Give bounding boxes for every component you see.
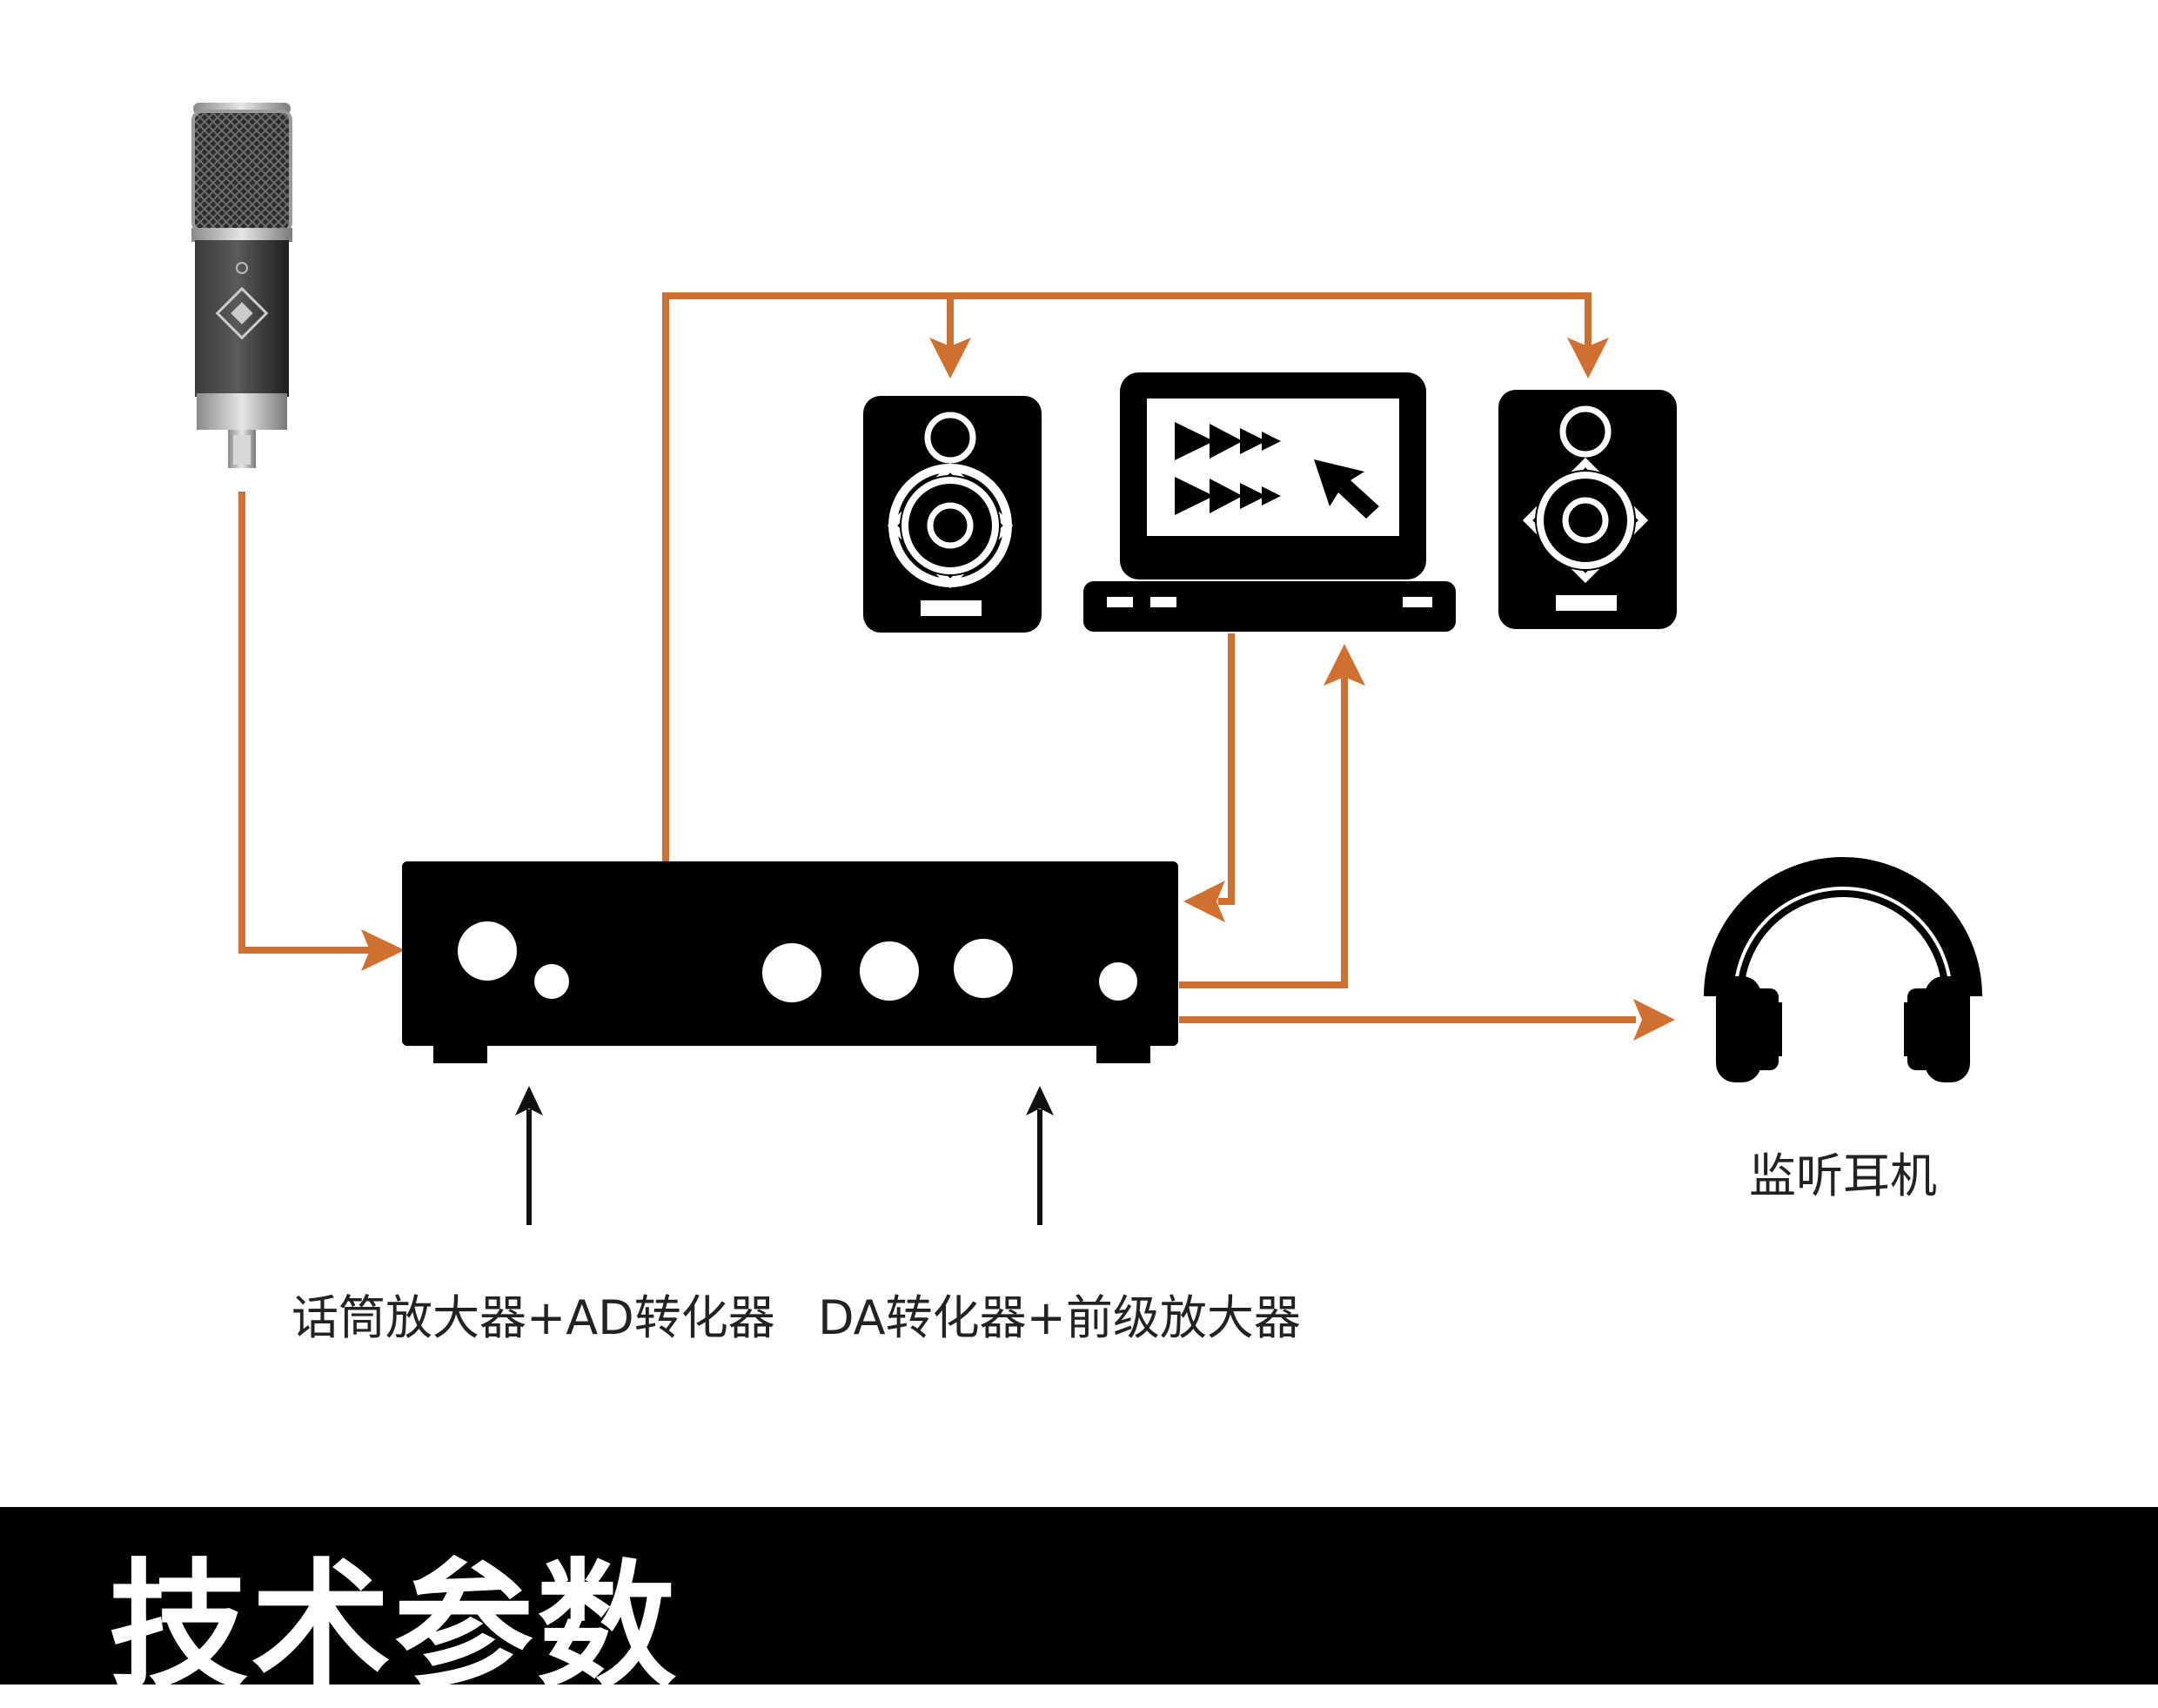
- section-header-band: [0, 1507, 2158, 1685]
- studio-monitor-left-icon: [863, 396, 1042, 633]
- section-title: 技术参数: [109, 1545, 680, 1708]
- headphones-icon: [1704, 857, 1982, 1082]
- interface-output-label: DA转化器+前级放大器: [818, 1290, 1301, 1345]
- arrow-up-left: [515, 1086, 543, 1115]
- daw-waveform-icon: [1175, 422, 1281, 515]
- arrow-into-left-monitor: [929, 338, 971, 378]
- audio-interface-icon: [402, 861, 1178, 1063]
- mouse-cursor-icon: [1314, 459, 1379, 519]
- studio-monitor-right-icon: [1498, 390, 1677, 629]
- arrow-into-headphones: [1633, 999, 1675, 1041]
- arrow-into-right-monitor: [1567, 338, 1609, 378]
- output-knob-1: [762, 943, 821, 1002]
- output-knob-2: [860, 941, 919, 1001]
- arrow-into-interface: [361, 929, 405, 971]
- signal-flow-diagram: [191, 103, 1982, 1225]
- arrow-into-laptop: [1324, 644, 1365, 686]
- arrow-into-interface-from-laptop: [1183, 881, 1225, 922]
- pad-knob: [534, 964, 569, 999]
- interface-to-laptop-line: [1179, 661, 1348, 988]
- interface-input-label: 话筒放大器+AD转化器: [292, 1290, 775, 1345]
- arrow-up-right: [1026, 1086, 1054, 1115]
- signal-lines: [238, 292, 1636, 1023]
- output-knob-3: [954, 939, 1013, 998]
- headphones-label: 监听耳机: [1749, 1149, 1937, 1203]
- laptop-to-interface-line: [1218, 633, 1235, 905]
- laptop-daw-icon: [1083, 372, 1456, 632]
- label-pointer-arrows: [515, 1086, 1054, 1225]
- mic-to-interface-line: [238, 492, 370, 954]
- microphone-icon: [191, 103, 292, 468]
- arrow-heads: [361, 338, 1675, 1041]
- headphone-jack: [1099, 962, 1137, 1001]
- interface-to-monitor-bus-line: [662, 292, 1592, 861]
- gain-knob: [458, 921, 517, 981]
